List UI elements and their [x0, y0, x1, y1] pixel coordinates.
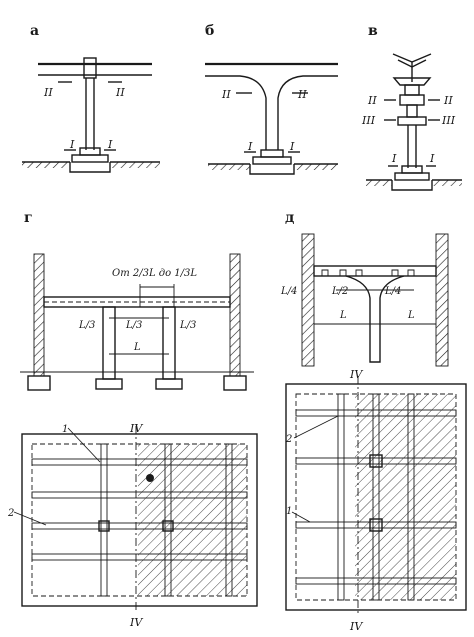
callout-one: 1	[286, 506, 292, 517]
leader-two	[13, 511, 47, 526]
panel-d: д L/4 L/2 L/4 L L	[280, 210, 449, 367]
panel-a-label: а	[30, 23, 39, 39]
plan-hatched-area	[138, 444, 247, 596]
dim-quarter-left: L/4	[280, 286, 297, 297]
dim-span-right: L	[407, 310, 415, 321]
section-one-right: I	[289, 140, 295, 153]
dim-span: L	[133, 342, 141, 353]
column-marker	[146, 474, 154, 482]
column-footing-left	[95, 378, 123, 390]
pit-outline	[69, 162, 111, 173]
dim-span-range: От 2/3L до 1/3L	[112, 268, 197, 279]
dim-half: L/2	[331, 286, 348, 297]
ground-hatch-left	[208, 164, 250, 170]
upper-capital	[392, 77, 432, 86]
callout-two: 2	[285, 434, 292, 445]
column-node	[162, 520, 174, 532]
wall-left	[34, 254, 44, 376]
ground-hatch-left	[366, 180, 392, 186]
grid-beams	[295, 393, 457, 601]
plan-outer-wall	[285, 383, 467, 611]
plan-hatched-area	[355, 394, 456, 600]
section-three-left: III	[361, 114, 376, 127]
wall-footing-left	[27, 375, 51, 391]
section-one-left: I	[391, 152, 397, 165]
column-head	[83, 57, 97, 79]
panel-v: в II II III III I I	[361, 23, 462, 191]
plan-outer-wall	[21, 433, 258, 607]
footing	[394, 172, 430, 181]
wall-left	[302, 234, 314, 366]
ground-hatch-right	[294, 164, 338, 170]
column-base	[79, 147, 101, 156]
section-two-right: II	[443, 94, 453, 107]
section-two-left: II	[221, 88, 231, 101]
pit-outline	[391, 180, 433, 191]
column-base	[260, 149, 284, 158]
upper-base	[399, 94, 425, 106]
leader-one	[291, 511, 311, 523]
panel-a: а II II I I	[22, 23, 160, 173]
ground-hatch-right	[110, 162, 160, 168]
section-four-bottom: IV	[129, 616, 143, 629]
footing	[252, 156, 292, 165]
panel-g: г От 2/3L до 1/3L L/3 L/3 L/3 L	[20, 210, 254, 391]
column-node	[98, 520, 110, 532]
section-one-right: I	[429, 152, 435, 165]
callout-one: 1	[62, 424, 68, 435]
plan-right: IV IV 2 1	[285, 368, 467, 633]
slab-ribs	[321, 269, 415, 276]
column-base	[401, 165, 423, 174]
middle-capital	[397, 116, 427, 126]
dim-span-left: L	[339, 310, 347, 321]
dim-third-left: L/3	[78, 320, 95, 331]
panel-v-label: в	[368, 23, 378, 39]
section-two-right: II	[297, 88, 307, 101]
wall-footing-right	[223, 375, 247, 391]
section-one-left: I	[247, 140, 253, 153]
ground-hatch-right	[432, 180, 462, 186]
section-two-left: II	[43, 86, 53, 99]
leader-one	[67, 427, 101, 463]
panel-g-label: г	[24, 210, 33, 226]
plan-left: IV IV 1 2	[7, 422, 258, 629]
panel-d-label: д	[285, 210, 294, 226]
upper-column	[404, 84, 420, 96]
section-one-right: I	[107, 138, 113, 151]
dim-third-mid: L/3	[125, 320, 142, 331]
column-footing-right	[155, 378, 183, 390]
column-node	[369, 454, 383, 468]
section-four-top: IV	[349, 368, 363, 381]
leader-two	[293, 415, 339, 439]
column-node	[369, 518, 383, 532]
wall-right	[436, 234, 448, 366]
panel-b: б II II I I	[205, 23, 338, 175]
wall-left-outline	[301, 233, 315, 367]
wall-right-outline	[435, 233, 449, 367]
section-four-top: IV	[129, 422, 143, 435]
ground-hatch-left	[22, 162, 70, 168]
dim-quarter-right: L/4	[384, 286, 401, 297]
dim-third-right: L/3	[179, 320, 196, 331]
callout-two: 2	[7, 508, 14, 519]
column-with-capital	[345, 275, 405, 363]
mushroom-capital	[205, 75, 338, 150]
neck	[406, 104, 418, 118]
section-three-right: III	[441, 114, 456, 127]
panel-b-label: б	[205, 23, 214, 39]
pit-outline	[249, 164, 295, 175]
footing	[71, 154, 109, 163]
section-four-bottom: IV	[349, 620, 363, 633]
section-one-left: I	[69, 138, 75, 151]
grid-beams	[31, 443, 248, 597]
slab	[313, 265, 437, 277]
section-two-right: II	[115, 86, 125, 99]
wall-right	[230, 254, 240, 376]
section-two-left: II	[367, 94, 377, 107]
